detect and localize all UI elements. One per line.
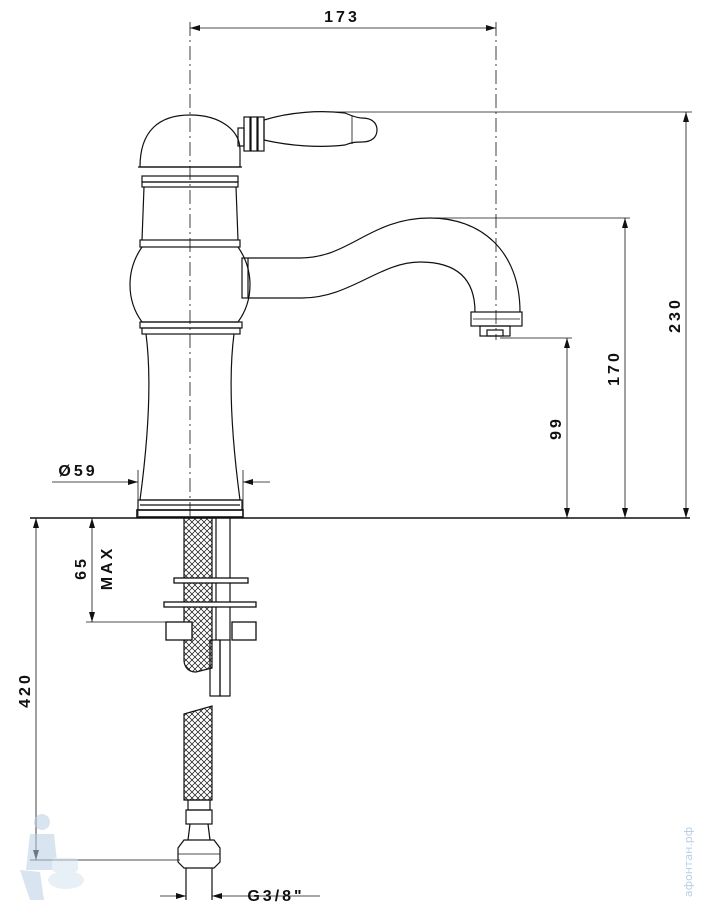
- dim-thread: G3/8": [247, 888, 304, 905]
- dim-hose-length: 420: [17, 672, 34, 708]
- dim-deck-thickness: 65: [73, 556, 90, 580]
- dim-height-total: 230: [667, 297, 684, 333]
- dim-width-total: 173: [324, 9, 360, 26]
- spout: [241, 217, 523, 337]
- faucet-body: [129, 114, 251, 518]
- centerlines: [189, 22, 497, 518]
- watermark-site: афонтан.рф: [682, 827, 695, 897]
- under-deck-assembly: [163, 517, 257, 900]
- dim-spout-height: 170: [606, 350, 623, 386]
- dim-deck-thickness-note: MAX: [99, 546, 116, 591]
- lever-handle: [237, 111, 378, 152]
- dim-base-diameter: Ø59: [58, 463, 97, 480]
- plumber-logo: [20, 814, 84, 900]
- dim-outlet-height: 99: [548, 416, 565, 440]
- dimension-lines: [30, 25, 692, 899]
